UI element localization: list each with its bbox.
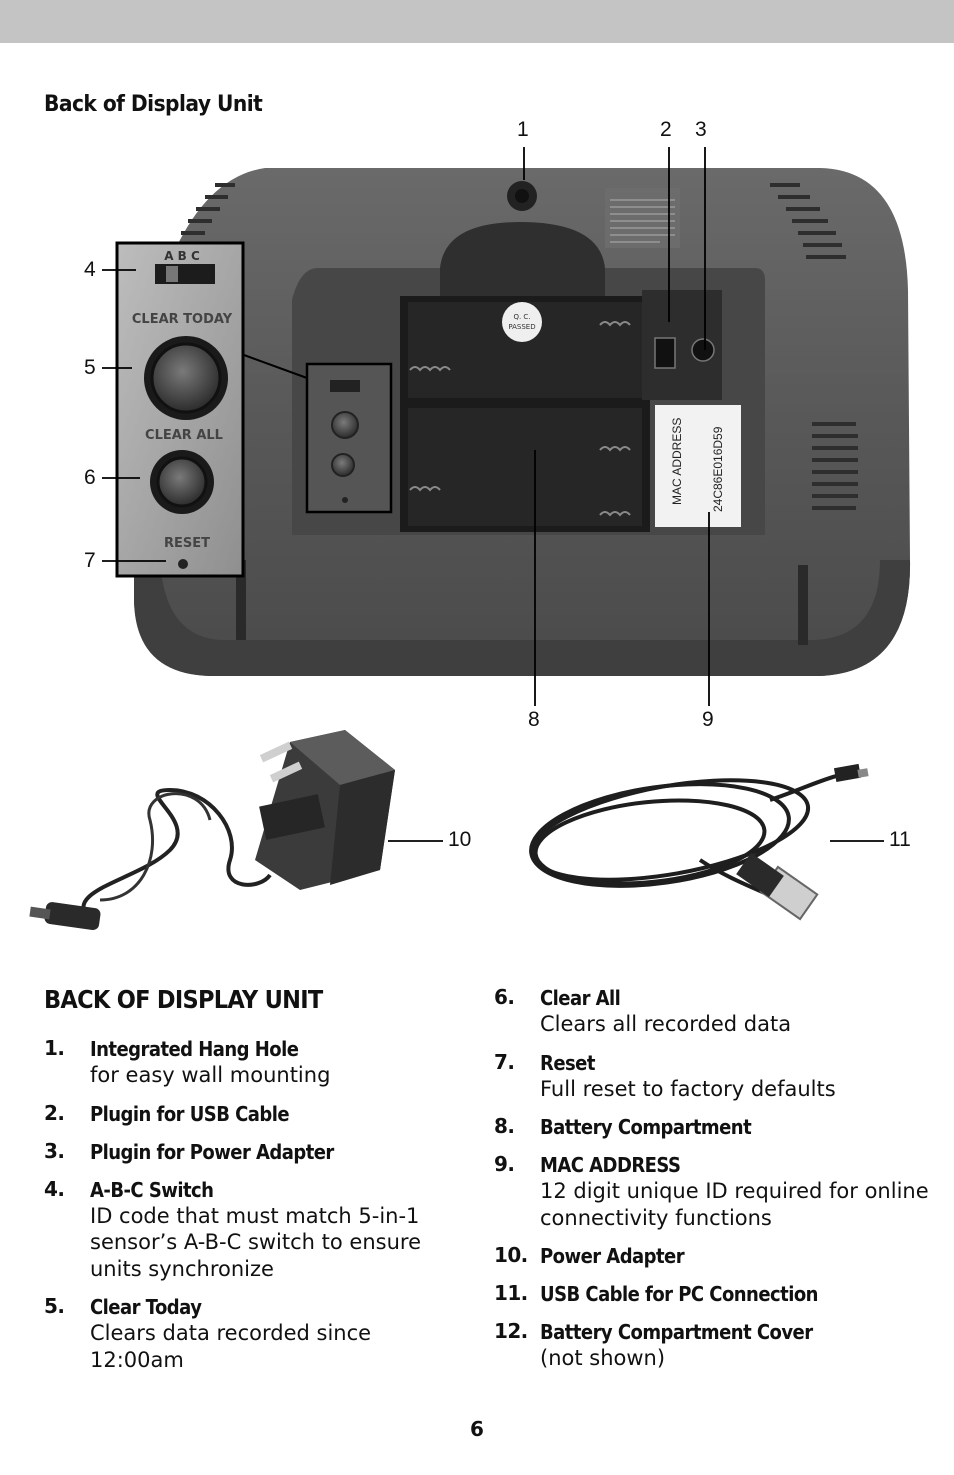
item-number: 8.	[494, 1114, 515, 1138]
clear-today-button-icon	[150, 342, 222, 414]
parts-list-item: 11. USB Cable for PC Connection	[494, 1281, 934, 1307]
item-number: 10.	[494, 1243, 528, 1267]
callout-lines	[102, 147, 884, 842]
power-adapter-illustration	[29, 730, 395, 931]
qc-sticker-line2: PASSED	[508, 323, 535, 331]
callout-4: 4	[84, 258, 96, 281]
item-description: Clears all recorded data	[540, 1012, 792, 1036]
item-number: 11.	[494, 1281, 528, 1305]
item-label: Reset	[540, 1050, 595, 1075]
parts-list-item: 3. Plugin for Power Adapter	[44, 1139, 454, 1165]
abc-switch-icon	[155, 264, 215, 284]
callout-7: 7	[84, 549, 96, 572]
inset-clear-today-label: CLEAR TODAY	[132, 312, 233, 327]
item-description: 12 digit unique ID required for online c…	[540, 1179, 929, 1230]
item-label: Battery Compartment Cover	[540, 1320, 813, 1344]
callout-2: 2	[660, 118, 672, 141]
item-number: 6.	[494, 985, 515, 1009]
parts-list-item: 12. Battery Compartment Cover(not shown)	[494, 1319, 934, 1372]
item-label: USB Cable for PC Connection	[540, 1282, 818, 1306]
mac-label-line2: 24C86E016D59	[711, 426, 725, 512]
switch-letters: A B C	[164, 249, 200, 263]
usb-cable-illustration	[529, 773, 841, 902]
callout-3: 3	[695, 118, 707, 141]
callout-11: 11	[889, 828, 911, 851]
device-illustration: Q. C. PASSED MAC ADDRESS 24C86E016D59 A …	[29, 147, 911, 931]
parts-list-item: 10. Power Adapter	[494, 1243, 934, 1269]
item-label: Power Adapter	[540, 1244, 685, 1268]
callout-8: 8	[528, 708, 540, 731]
callout-6: 6	[84, 466, 96, 489]
callout-9: 9	[702, 708, 714, 731]
item-number: 3.	[44, 1138, 65, 1163]
item-description: ID code that must match 5-in-1 sensor’s …	[90, 1203, 421, 1281]
item-label: Clear All	[540, 986, 621, 1010]
header-band	[0, 0, 954, 43]
item-description: Full reset to factory defaults	[540, 1076, 836, 1101]
section-title: BACK OF DISPLAY UNIT	[44, 985, 323, 1014]
power-jack-icon	[691, 338, 715, 362]
callout-10: 10	[448, 828, 472, 851]
item-label: A-B-C Switch	[90, 1177, 214, 1202]
usb-port-icon	[654, 337, 676, 369]
item-number: 5.	[44, 1294, 65, 1318]
callout-1: 1	[517, 118, 529, 141]
parts-list-item: 8. Battery Compartment	[494, 1114, 934, 1140]
item-label: Battery Compartment	[540, 1115, 752, 1139]
control-panel-inset: A B C CLEAR TODAY CLEAR ALL RESET	[115, 241, 245, 578]
inset-clear-all-label: CLEAR ALL	[145, 428, 223, 443]
qc-sticker-line1: Q. C.	[513, 313, 530, 321]
item-number: 4.	[44, 1176, 65, 1201]
item-number: 9.	[494, 1152, 515, 1176]
mac-label-line1: MAC ADDRESS	[670, 418, 684, 505]
item-description: for easy wall mounting	[90, 1063, 331, 1087]
item-label: MAC ADDRESS	[540, 1153, 681, 1177]
clear-all-button-icon	[156, 456, 208, 508]
item-number: 12.	[494, 1319, 528, 1343]
reset-hole-icon	[178, 559, 188, 569]
item-label: Plugin for USB Cable	[90, 1101, 290, 1126]
item-number: 7.	[494, 1049, 515, 1074]
callout-5: 5	[84, 356, 96, 379]
item-description: (not shown)	[540, 1346, 666, 1370]
item-number: 1.	[44, 1036, 65, 1060]
page-number: 6	[470, 1417, 484, 1441]
item-label: Clear Today	[90, 1295, 202, 1319]
item-label: Integrated Hang Hole	[90, 1037, 299, 1061]
item-label: Plugin for Power Adapter	[90, 1139, 334, 1164]
parts-list-item: 2. Plugin for USB Cable	[44, 1101, 454, 1127]
item-description: Clears data recorded since 12:00am	[90, 1321, 372, 1372]
figure-title: Back of Display Unit	[44, 92, 263, 117]
item-number: 2.	[44, 1100, 65, 1125]
inset-reset-label: RESET	[164, 536, 210, 551]
mini-usb-plug-icon	[833, 763, 862, 782]
display-unit-back: Q. C. PASSED MAC ADDRESS 24C86E016D59	[134, 168, 911, 676]
